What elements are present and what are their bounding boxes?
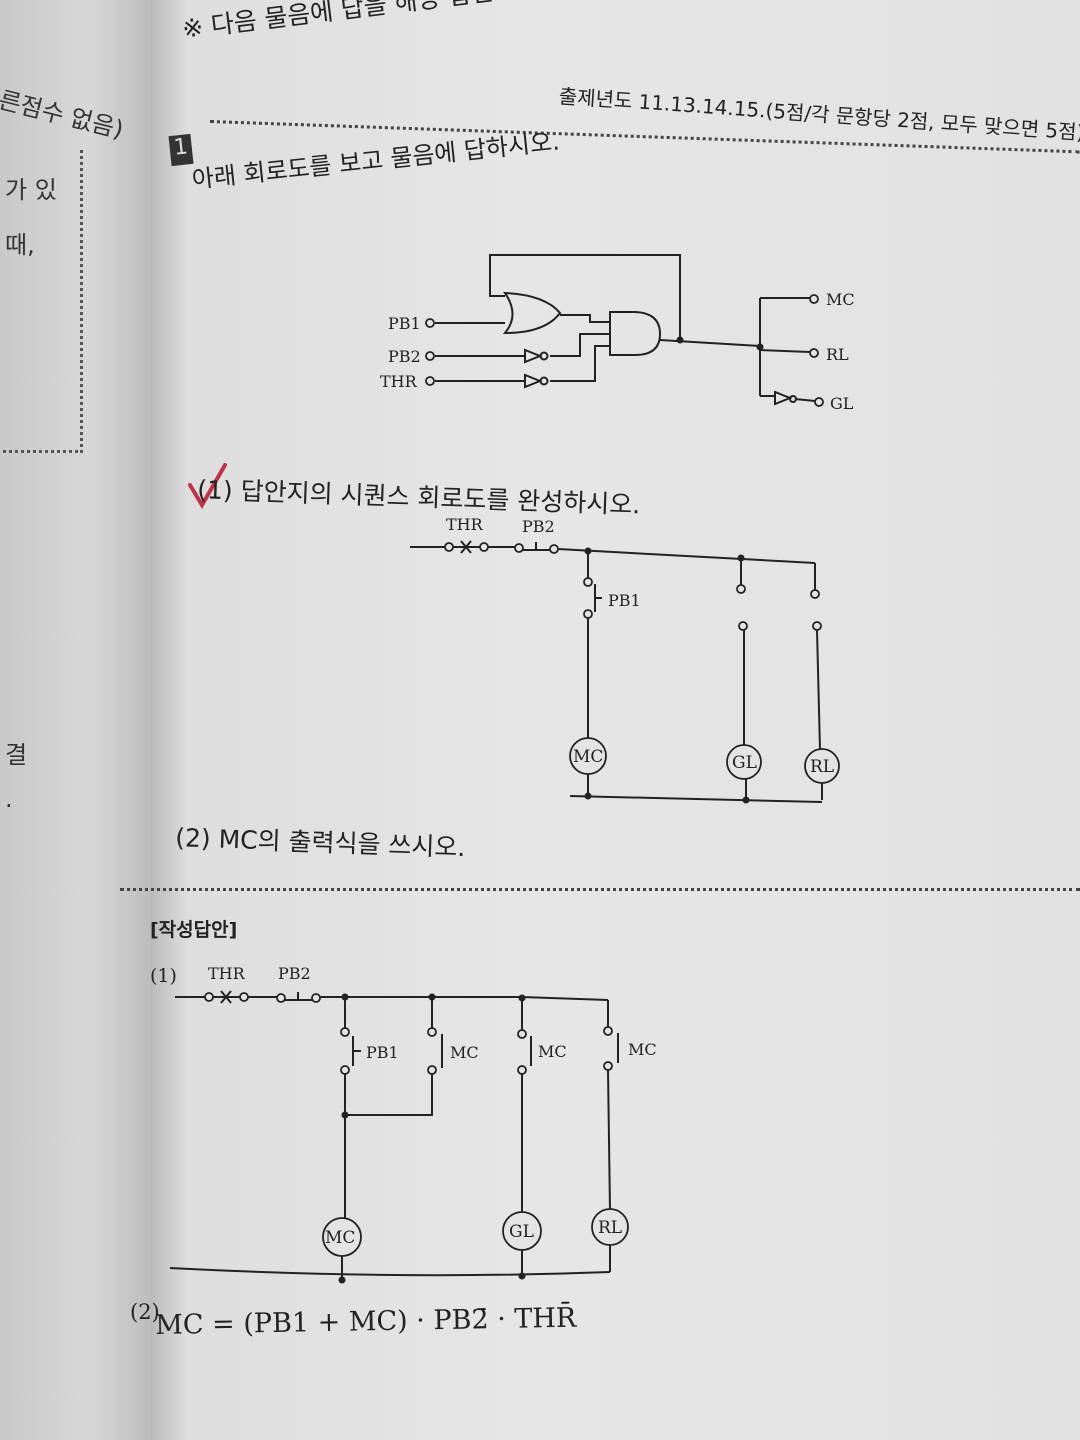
- coil-gl: [726, 744, 762, 780]
- blank-wires: [410, 546, 823, 803]
- not-gate-pb2: [524, 348, 549, 364]
- pb2-contact: [514, 542, 559, 554]
- pb1-contact: [583, 577, 602, 619]
- answer-formula: MC = (PB1 + MC) · PB2̄ · THR̄: [155, 1302, 577, 1341]
- or-gate: [502, 291, 562, 335]
- answer-coil-label-gl: GL: [509, 1222, 534, 1242]
- logic-circuit-diagram: PB1 PB2 THR MC RL GL: [380, 254, 855, 413]
- left-fragment-4: 결: [5, 741, 28, 769]
- left-fragment-2: 가 있: [5, 176, 57, 204]
- junction-dot: [518, 1272, 526, 1280]
- answer-coil-mc: [322, 1217, 362, 1257]
- input-label-pb1: PB1: [388, 314, 421, 333]
- blank-terminal: [736, 584, 746, 594]
- answer-label-pb1: PB1: [366, 1043, 399, 1062]
- answer-label-thr: THR: [208, 964, 246, 983]
- left-fragment-3: 때,: [5, 231, 35, 259]
- answer-label-pb2: PB2: [278, 964, 311, 983]
- input-terminal-pb2: [425, 351, 435, 361]
- junction-dot: [341, 1111, 349, 1119]
- not-gate-thr: [524, 373, 549, 389]
- answer-coil-label-rl: RL: [598, 1218, 622, 1238]
- label-pb2: PB2: [522, 517, 555, 536]
- sequence-diagram-blank: MC GL RL THR PB2 PB1: [410, 515, 840, 804]
- coil-label-rl: RL: [810, 757, 834, 777]
- junction-dot: [584, 792, 592, 800]
- junction-dot: [428, 993, 436, 1001]
- answer-label-mc-2: MC: [538, 1042, 567, 1061]
- input-terminal-pb1: [425, 318, 435, 328]
- left-fragment-5: .: [5, 785, 13, 813]
- answer-wires: [169, 996, 611, 1280]
- answer-part1-label: (1): [150, 965, 177, 987]
- answer-part2-label: (2): [130, 1300, 160, 1324]
- answer-pb1-contact: [340, 1027, 361, 1075]
- label-pb1: PB1: [608, 591, 641, 610]
- checkmark-icon: [188, 463, 227, 509]
- answer-coil-rl: [591, 1208, 629, 1246]
- answer-mc-contact-3: [603, 1026, 619, 1071]
- output-terminal-gl: [814, 397, 824, 407]
- answer-coil-label-mc: MC: [325, 1228, 355, 1248]
- answer-thr-contact: [204, 990, 249, 1004]
- output-label-gl: GL: [830, 394, 854, 413]
- output-label-mc: MC: [826, 290, 855, 309]
- logic-wires: [435, 254, 816, 402]
- answer-mc-contact-1: [427, 1027, 443, 1075]
- junction-dot: [742, 796, 750, 804]
- thr-contact: [444, 540, 489, 554]
- book-page: ※ 다음 물음에 답을 해당 답란에 답하시오. 출제년도 11.13.14.1…: [120, 0, 1080, 1440]
- junction-dot: [756, 343, 764, 351]
- and-gate: [609, 311, 662, 356]
- coil-label-gl: GL: [732, 753, 757, 773]
- junction-dot: [518, 994, 526, 1002]
- junction-dot: [737, 554, 745, 562]
- sequence-diagram-answer: MC GL RL THR PB2 PB1 MC MC MC: [169, 964, 657, 1284]
- junction-dot: [341, 993, 349, 1001]
- answer-pb2-contact: [276, 992, 321, 1003]
- left-dotted-box: [0, 150, 83, 453]
- left-fragment-1: 른점수 없음): [0, 85, 127, 144]
- blank-terminal: [810, 589, 820, 599]
- coil-label-mc: MC: [573, 747, 603, 767]
- answer-label-mc-3: MC: [628, 1040, 657, 1059]
- answer-heading: [작성답안]: [150, 919, 238, 941]
- coil-mc: [569, 737, 607, 775]
- junction-dot: [676, 336, 684, 344]
- blank-terminal: [738, 621, 748, 631]
- output-terminal-rl: [809, 348, 819, 358]
- answer-coil-gl: [502, 1211, 542, 1251]
- input-terminal-thr: [425, 376, 435, 386]
- answer-mc-contact-2: [517, 1029, 532, 1075]
- junction-dot: [584, 547, 592, 555]
- answer-divider: [120, 888, 1080, 891]
- coil-rl: [804, 748, 840, 784]
- blank-terminal: [812, 621, 822, 631]
- input-label-thr: THR: [380, 372, 418, 391]
- output-label-rl: RL: [826, 345, 849, 364]
- input-label-pb2: PB2: [388, 347, 421, 366]
- junction-dot: [338, 1276, 346, 1284]
- answer-label-mc-1: MC: [450, 1043, 479, 1062]
- label-thr: THR: [446, 515, 484, 534]
- left-page: 른점수 없음) 가 있 때, 결 .: [0, 0, 150, 1440]
- output-terminal-mc: [809, 294, 819, 304]
- not-gate-gl: [774, 390, 797, 406]
